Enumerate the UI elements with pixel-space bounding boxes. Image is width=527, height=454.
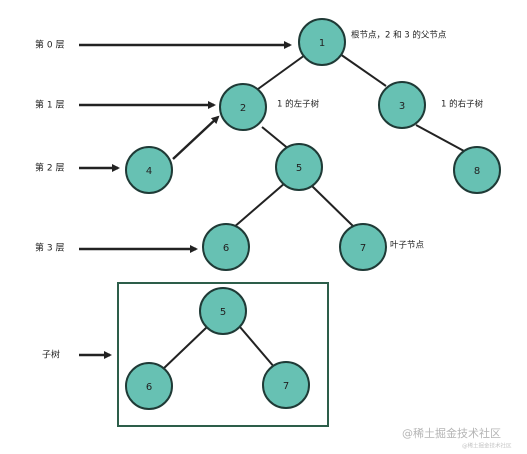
subtree-node-7-label: 7	[283, 381, 289, 392]
level-0-label: 第 0 层	[35, 39, 64, 51]
subtree-node-6: 6	[125, 362, 173, 410]
subtree-edge-5-7	[239, 326, 276, 369]
tree-node-7: 7	[339, 223, 387, 271]
node-2-label: 2	[240, 103, 246, 114]
tree-nodes: 1 2 3 4 5 8 6 7	[125, 18, 501, 271]
level-arrows	[79, 41, 292, 359]
tree-node-8: 8	[453, 146, 501, 194]
node-8-label: 8	[474, 166, 480, 177]
subtree-node-7: 7	[262, 361, 310, 409]
tree-node-6: 6	[202, 223, 250, 271]
node-3-label: 3	[399, 101, 405, 112]
right-subtree-annotation: 1 的右子树	[441, 99, 484, 110]
tree-node-2: 2	[219, 83, 267, 131]
subtree-edge-5-6	[161, 326, 208, 371]
level-labels: 第 0 层 第 1 层 第 2 层 第 3 层 子树	[35, 39, 64, 361]
tree-node-3: 3	[378, 81, 426, 129]
edge-1-3	[339, 53, 387, 87]
level-2-label: 第 2 层	[35, 162, 64, 174]
node-1-label: 1	[319, 38, 325, 49]
subtree-node-6-label: 6	[146, 382, 152, 393]
subtree-node-5-label: 5	[220, 307, 226, 318]
node-6-label: 6	[223, 243, 229, 254]
subtree-label: 子树	[42, 349, 60, 361]
tree-node-5: 5	[275, 143, 323, 191]
edge-5-6	[232, 182, 286, 229]
edge-3-8	[415, 124, 465, 152]
tree-node-4: 4	[125, 146, 173, 194]
edge-4-2-arrow	[172, 115, 220, 160]
level-3-label: 第 3 层	[35, 242, 64, 254]
node-5-label: 5	[296, 163, 302, 174]
level-1-label: 第 1 层	[35, 99, 64, 111]
node-4-label: 4	[146, 166, 152, 177]
subtree-example: 5 6 7	[117, 282, 329, 427]
watermark-main-text: @稀土掘金技术社区	[402, 426, 501, 440]
tree-node-1: 1	[298, 18, 346, 66]
annotations: 根节点，2 和 3 的父节点 1 的左子树 1 的右子树 叶子节点	[277, 30, 484, 251]
root-annotation: 根节点，2 和 3 的父节点	[351, 30, 447, 41]
watermark: @稀土掘金技术社区 @稀土掘金技术社区	[402, 426, 512, 450]
leaf-annotation: 叶子节点	[390, 241, 425, 251]
left-subtree-annotation: 1 的左子树	[277, 99, 320, 110]
edge-1-2	[257, 54, 306, 90]
watermark-sub-text: @稀土掘金技术社区	[462, 442, 512, 450]
tree-edges	[172, 53, 465, 229]
subtree-node-5: 5	[199, 287, 247, 335]
node-7-label: 7	[360, 243, 366, 254]
edge-5-7	[311, 185, 356, 229]
edge-2-5	[261, 126, 291, 151]
subtree-frame	[117, 282, 329, 427]
